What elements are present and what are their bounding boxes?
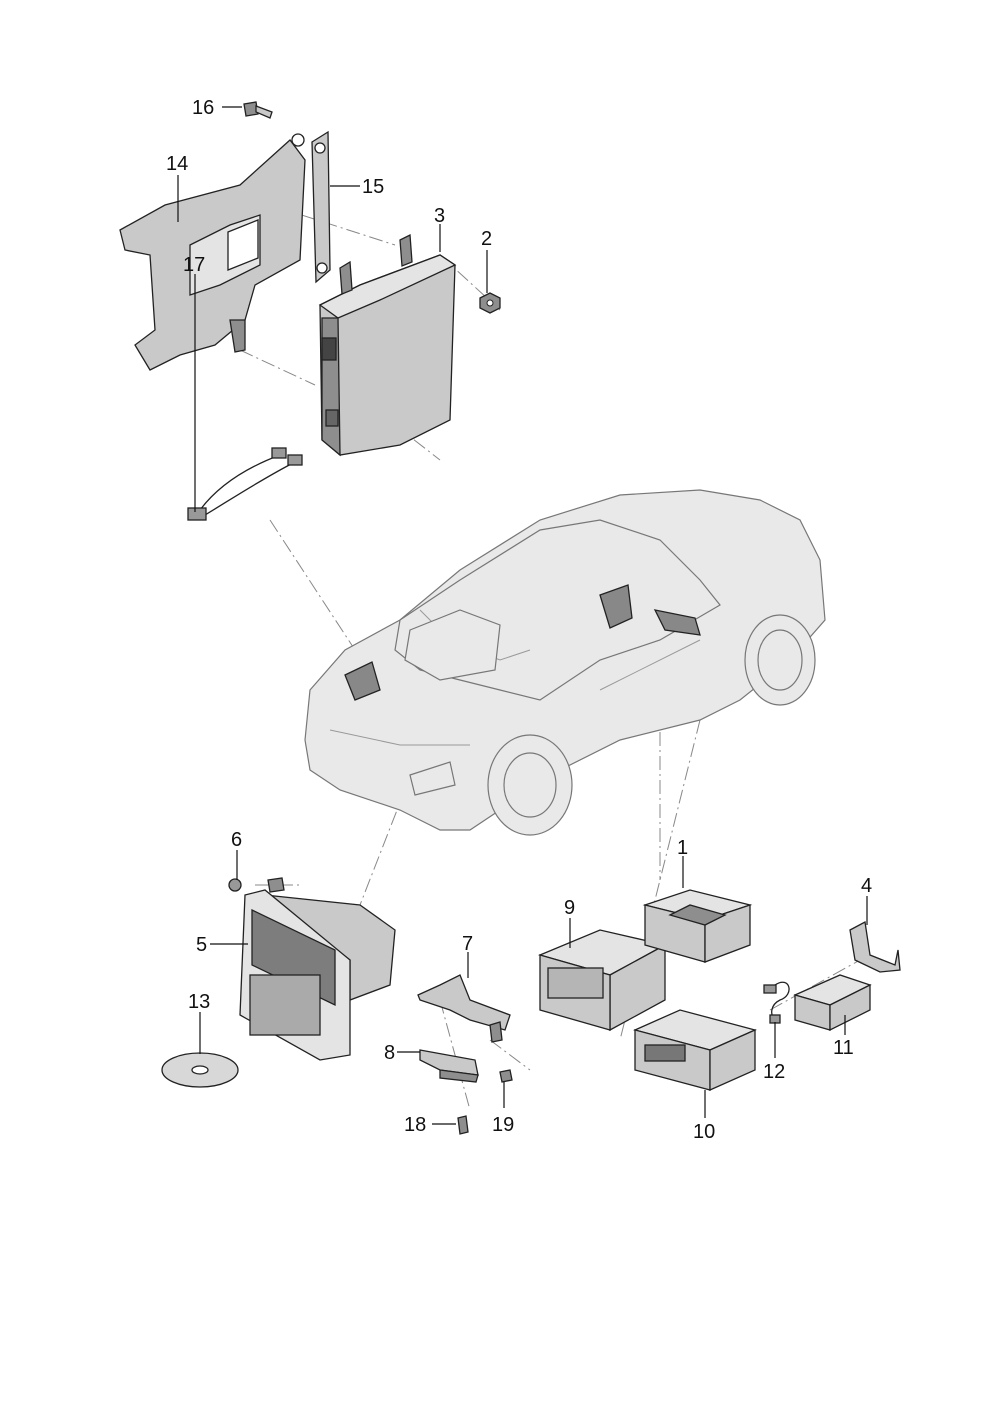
callout-14: 14 [166, 153, 188, 175]
callout-15: 15 [362, 176, 384, 198]
switch-unit-part-11 [793, 974, 872, 1032]
callout-11: 11 [833, 1037, 854, 1059]
control-unit-part-3 [318, 233, 457, 457]
tray-part-1 [642, 889, 753, 963]
callout-1: 1 [677, 837, 688, 859]
callout-13: 13 [188, 991, 210, 1013]
screw-part-19 [499, 1069, 513, 1083]
callout-10: 10 [693, 1121, 715, 1143]
module-part-8 [419, 1049, 479, 1083]
disc-part-13 [161, 1052, 239, 1088]
screw-part-16 [243, 101, 273, 119]
bracket-part-7 [417, 974, 511, 1043]
strip-part-15 [311, 130, 331, 284]
callout-8: 8 [384, 1042, 395, 1064]
callout-5: 5 [196, 934, 207, 956]
callout-4: 4 [861, 875, 872, 897]
callout-18: 18 [404, 1114, 426, 1136]
console-part-10 [633, 1009, 757, 1092]
callout-17: 17 [183, 254, 205, 276]
screw-part-6 [228, 878, 242, 892]
leader-lines [177, 106, 868, 1125]
bracket-part-14 [119, 133, 306, 371]
head-unit-part-5 [239, 877, 396, 1061]
wire-part-12 [763, 981, 790, 1024]
callout-labels: 16 14 15 3 2 17 1 6 4 9 7 5 13 8 11 12 1… [166, 97, 872, 1143]
callout-12: 12 [763, 1061, 785, 1083]
callout-19: 19 [492, 1114, 514, 1136]
callout-16: 16 [192, 97, 214, 119]
callout-7: 7 [462, 933, 473, 955]
car-illustration [304, 489, 826, 836]
callout-2: 2 [481, 228, 492, 250]
callout-9: 9 [564, 897, 575, 919]
nut-part-2 [479, 292, 501, 314]
cable-part-17 [187, 447, 303, 521]
screw-part-18 [457, 1115, 469, 1135]
bracket-part-4 [849, 920, 901, 973]
callout-6: 6 [231, 829, 242, 851]
cd-changer-part-9 [538, 929, 667, 1032]
callout-3: 3 [434, 205, 445, 227]
